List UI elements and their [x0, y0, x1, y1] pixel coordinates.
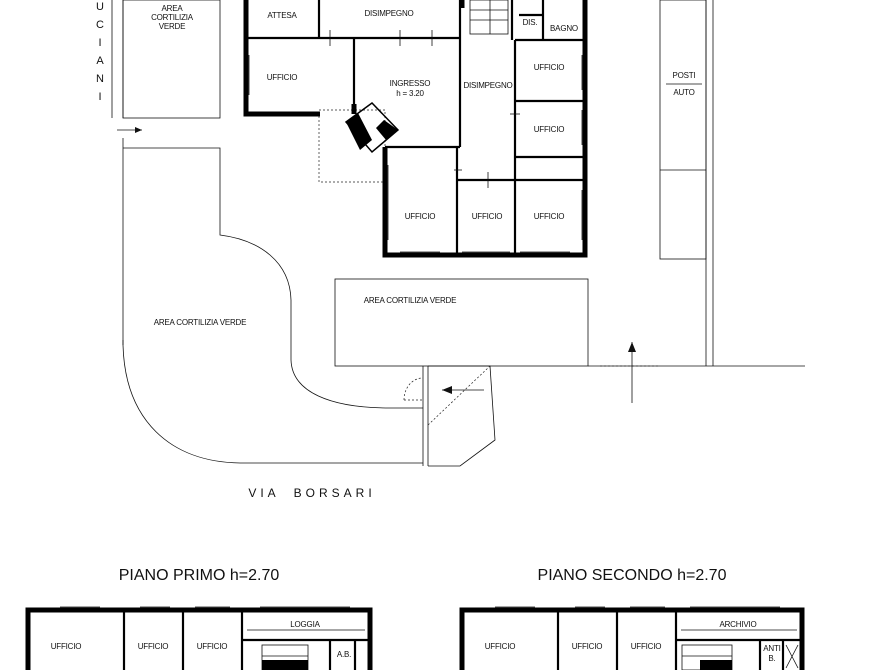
street-letter-5: N — [96, 73, 104, 85]
sf-b: B. — [768, 654, 775, 663]
room-ingresso-height: h = 3.20 — [396, 89, 424, 98]
room-ufficio-left: UFFICIO — [267, 73, 298, 82]
parking-label-2: AUTO — [673, 88, 694, 97]
ff-ufficio-2: UFFICIO — [138, 642, 169, 651]
area-top-line-2: CORTILIZIA — [151, 13, 194, 22]
first-floor-title: PIANO PRIMO h=2.70 — [119, 567, 280, 584]
entry-arrows — [117, 127, 636, 403]
room-attesa: ATTESA — [267, 11, 297, 20]
street-via-borsari: VIA BORSARI — [248, 486, 375, 500]
ground-floor-building — [243, 0, 588, 258]
street-letter-2: C — [96, 19, 104, 31]
room-disimpegno-mid: DISIMPEGNO — [463, 81, 512, 90]
area-center-label: AREA CORTILIZIA VERDE — [364, 296, 457, 305]
second-floor-plan — [459, 606, 805, 670]
street-letter-3: I — [98, 37, 101, 49]
room-ufficio-bottom-2: UFFICIO — [472, 212, 503, 221]
room-bagno: BAGNO — [550, 24, 578, 33]
parking-label-1: POSTI — [672, 71, 695, 80]
sf-ufficio-2: UFFICIO — [572, 642, 603, 651]
ff-ufficio-3: UFFICIO — [197, 642, 228, 651]
room-ingresso: INGRESSO — [390, 79, 431, 88]
second-floor-title: PIANO SECONDO h=2.70 — [538, 567, 727, 584]
room-disimpegno-top: DISIMPEGNO — [364, 9, 413, 18]
site-lines — [111, 0, 805, 467]
street-letter-1: U — [96, 1, 104, 13]
room-ufficio-right-2: UFFICIO — [534, 125, 565, 134]
first-floor-plan — [25, 606, 373, 670]
room-dis: DIS. — [523, 18, 538, 27]
sf-ufficio-3: UFFICIO — [631, 642, 662, 651]
sf-ufficio-1: UFFICIO — [485, 642, 516, 651]
area-top-line-1: AREA — [162, 4, 184, 13]
ff-ab: A.B. — [337, 650, 351, 659]
area-left-label: AREA CORTILIZIA VERDE — [154, 318, 247, 327]
sf-archivio: ARCHIVIO — [719, 620, 756, 629]
ff-ufficio-1: UFFICIO — [51, 642, 82, 651]
room-ufficio-bottom-3: UFFICIO — [534, 212, 565, 221]
street-letter-6: I — [98, 91, 101, 103]
area-top-line-3: VERDE — [159, 22, 186, 31]
sf-anti: ANTI — [763, 644, 780, 653]
room-ufficio-right-1: UFFICIO — [534, 63, 565, 72]
ff-loggia: LOGGIA — [290, 620, 320, 629]
room-ufficio-bottom-1: UFFICIO — [405, 212, 436, 221]
street-letter-4: A — [96, 55, 104, 67]
